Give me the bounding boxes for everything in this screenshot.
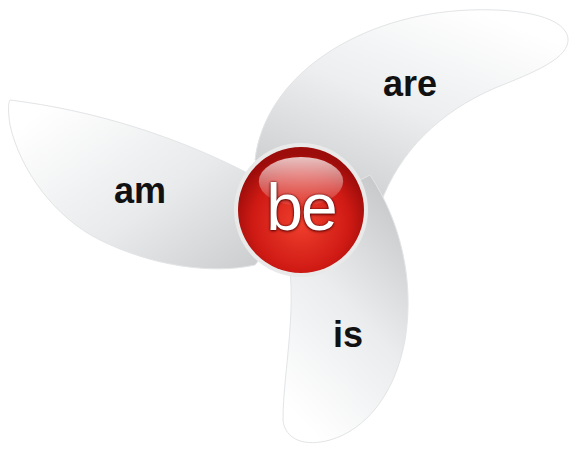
hub-label: be bbox=[266, 174, 335, 240]
blade-label: is bbox=[333, 317, 363, 353]
blade-outline bbox=[283, 175, 408, 443]
blade-label: are bbox=[383, 66, 437, 102]
hub-circle: be bbox=[233, 142, 369, 278]
hub-ring bbox=[234, 143, 368, 277]
hub-ball bbox=[238, 147, 364, 273]
blade-label: am bbox=[114, 173, 166, 209]
